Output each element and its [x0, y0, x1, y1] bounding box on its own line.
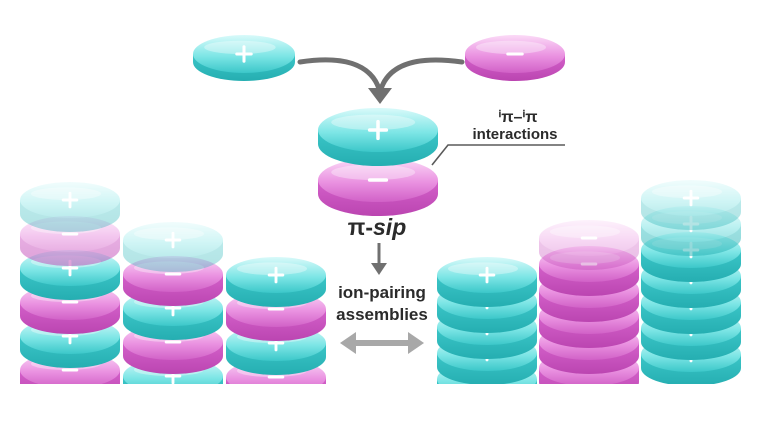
- pi-sip-prefix: π-: [348, 214, 373, 240]
- plus-sign-icon: [267, 266, 285, 284]
- pi-sip-ion-pair: [318, 108, 438, 216]
- double-headed-arrow-icon: [340, 332, 424, 354]
- assembly-label-line2: assemblies: [336, 305, 428, 324]
- plus-sign-icon: [367, 119, 389, 141]
- interaction-label-line1: ⁱπ–ⁱπ: [498, 109, 537, 126]
- down-arrowhead-icon: [371, 263, 387, 275]
- right-column-2: [539, 220, 639, 384]
- free-ions: [193, 35, 565, 81]
- plus-sign-icon: [682, 189, 700, 207]
- plus-sign-icon: [164, 231, 182, 249]
- interaction-label-line2: interactions: [472, 126, 557, 143]
- right-column-1-disc: [437, 257, 537, 307]
- pair-anion: [318, 158, 438, 216]
- pair-cation: [318, 108, 438, 166]
- assembly-label-line1: ion-pairing: [338, 283, 426, 302]
- left-column-2: [123, 222, 223, 384]
- right-column-3: [641, 180, 741, 384]
- curved-arrow-left-icon: [297, 57, 383, 95]
- bottom-margin: [0, 384, 780, 425]
- right-column-1: [437, 257, 537, 384]
- curved-arrow-right-icon: [377, 57, 465, 95]
- stacks-layer: [0, 180, 780, 425]
- free-cation: [193, 35, 295, 81]
- free-anion: [465, 35, 565, 81]
- side-stacks: [20, 180, 741, 384]
- left-column-3: [226, 257, 326, 384]
- left-column-3-disc: [226, 257, 326, 307]
- pi-sip-label: π-sip: [348, 214, 407, 240]
- plus-sign-icon: [235, 45, 253, 63]
- left-column-1-disc: [20, 182, 120, 232]
- right-column-2-disc: [539, 220, 639, 270]
- left-column-1: [20, 182, 120, 384]
- right-column-3-disc: [641, 180, 741, 230]
- pi-sip-suffix: sip: [373, 214, 406, 240]
- arrowhead-icon: [368, 88, 392, 104]
- plus-sign-icon: [478, 266, 496, 284]
- left-column-2-disc: [123, 222, 223, 272]
- interaction-callout-line: [431, 144, 565, 166]
- plus-sign-icon: [61, 191, 79, 209]
